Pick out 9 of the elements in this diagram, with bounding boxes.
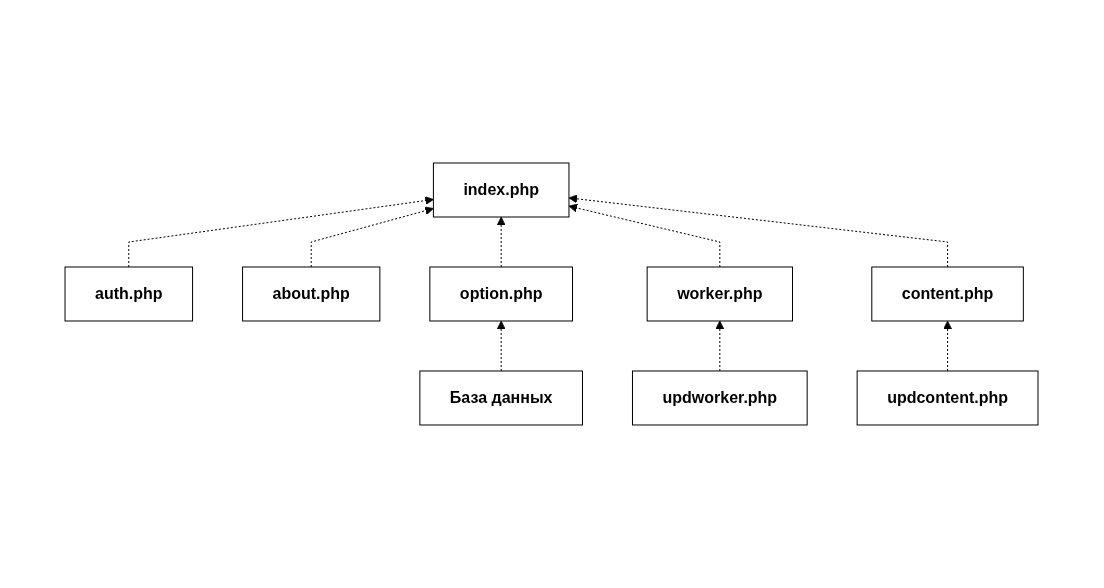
node-box: index.php [433, 162, 570, 218]
node-box: auth.php [65, 266, 194, 322]
node-box: База данных [419, 370, 584, 426]
node-box: updcontent.php [857, 370, 1039, 426]
node-box: about.php [242, 266, 381, 322]
node-box: content.php [871, 266, 1025, 322]
node-box: updworker.php [632, 370, 809, 426]
node-box: option.php [429, 266, 574, 322]
node-box: worker.php [647, 266, 794, 322]
